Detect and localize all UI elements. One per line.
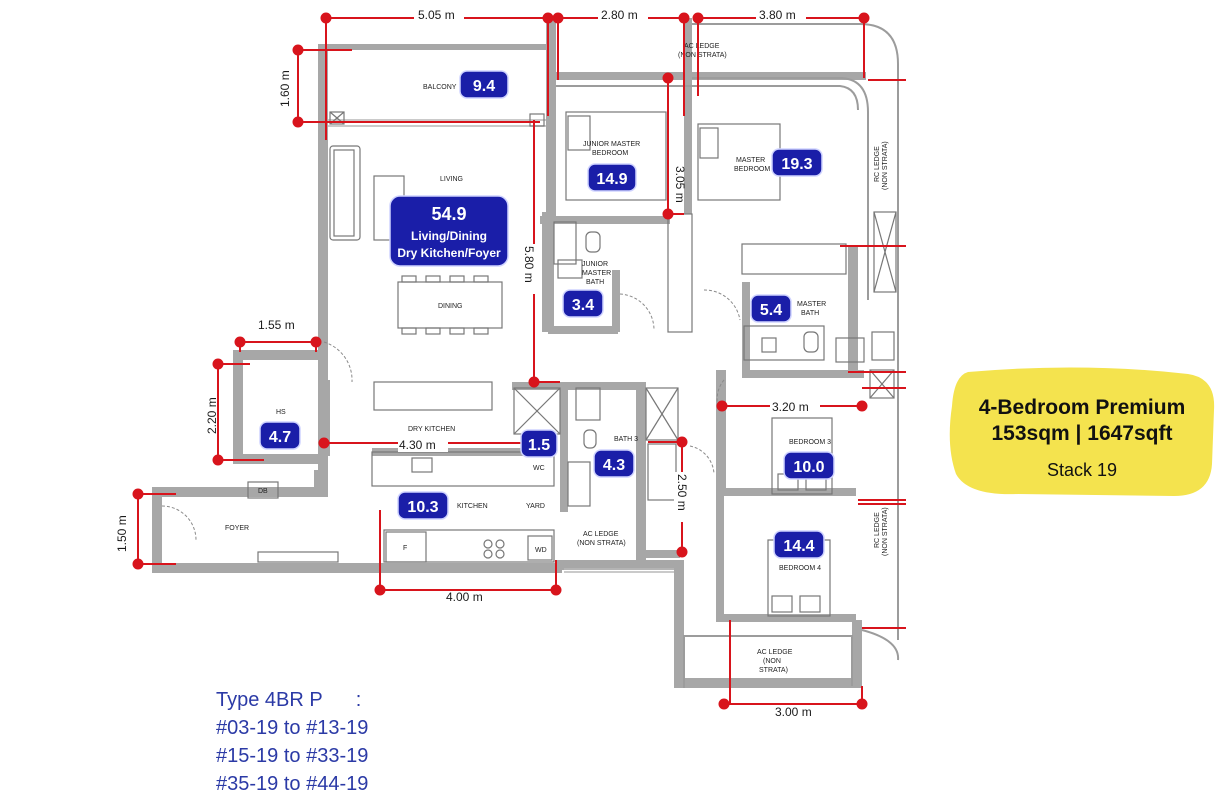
bath3-area-badge: 4.3 <box>593 449 635 478</box>
junior-bath-label-3: BATH <box>586 279 604 286</box>
dim-balcony-depth: 1.60 m <box>278 70 292 107</box>
balcony-label: BALCONY <box>423 84 457 91</box>
dining-label: DINING <box>438 303 463 310</box>
wc-area: 1.5 <box>528 437 550 454</box>
fridge-label: F <box>403 545 407 552</box>
living-total-line2: Dry Kitchen/Foyer <box>397 246 501 260</box>
dim-hs-width: 1.55 m <box>258 318 295 332</box>
unit-list: Type 4BR P : #03-19 to #13-19 #15-19 to … <box>216 686 368 798</box>
dim-dry-kitchen-width: 4.30 m <box>399 438 436 452</box>
dim-bath3-depth: 2.50 m <box>675 474 689 511</box>
unit-range: #15-19 to #33-19 <box>216 745 369 767</box>
master-label-1: MASTER <box>736 157 765 164</box>
bath3-label: BATH 3 <box>614 436 638 443</box>
hs-area-badge: 4.7 <box>259 421 301 450</box>
dim-living-depth: 5.80 m <box>522 246 536 283</box>
ac-ledge-middle-label-1: AC LEDGE <box>583 531 619 538</box>
dim-ac-ledge-width: 3.00 m <box>775 705 812 719</box>
junior-bath-label-2: MASTER <box>582 270 611 277</box>
living-label: LIVING <box>440 176 463 183</box>
plan-walls <box>152 18 866 688</box>
unit-size: 153sqm | 1647sqft <box>991 422 1173 445</box>
unit-type-line: Type 4BR P : <box>216 689 362 711</box>
master-bath-area: 5.4 <box>760 302 782 319</box>
bedroom3-label: BEDROOM 3 <box>789 439 831 446</box>
rc-ledge-upper-label-1: RC LEDGE <box>874 146 881 182</box>
ac-ledge-bottom-label-1: AC LEDGE <box>757 649 793 656</box>
dim-hs-depth: 2.20 m <box>205 397 219 434</box>
db-label: DB <box>258 488 268 495</box>
ledge-outlines <box>556 23 900 688</box>
bedroom4-area: 14.4 <box>783 538 814 555</box>
dim-top-right: 3.80 m <box>759 8 796 22</box>
summary-blob <box>949 367 1215 496</box>
bedroom3-area: 10.0 <box>793 459 824 476</box>
yard-label: YARD <box>526 503 545 510</box>
kitchen-area-badge: 10.3 <box>397 491 449 520</box>
kitchen-area: 10.3 <box>407 499 438 516</box>
living-total-area: 54.9 <box>431 204 466 224</box>
wd-label: WD <box>535 547 547 554</box>
unit-range: #35-19 to #44-19 <box>216 773 369 795</box>
dimension-lines <box>132 12 906 710</box>
kitchen-label: KITCHEN <box>457 503 488 510</box>
ac-ledge-middle-label-2: (NON STRATA) <box>577 540 626 547</box>
balcony-area: 9.4 <box>473 78 495 95</box>
room-labels: BALCONY LIVING DINING JUNIOR MASTER BEDR… <box>225 43 889 674</box>
bedroom4-area-badge: 14.4 <box>773 530 825 559</box>
unit-summary-callout: 4-Bedroom Premium 153sqm | 1647sqft Stac… <box>948 366 1216 500</box>
ac-ledge-top-label-2: (NON STRATA) <box>678 52 727 59</box>
master-bath-area-badge: 5.4 <box>750 294 792 323</box>
dimension-labels: 5.05 m 2.80 m 3.80 m 1.55 m 4.30 m 3.20 … <box>115 6 820 719</box>
living-total-line1: Living/Dining <box>411 229 487 243</box>
rc-ledge-lower-label-2: (NON STRATA) <box>882 507 889 556</box>
dim-foyer-depth: 1.50 m <box>115 515 129 552</box>
wc-area-badge: 1.5 <box>520 429 558 458</box>
window-lines <box>328 119 674 573</box>
unit-type-title: 4-Bedroom Premium <box>978 396 1186 419</box>
balcony-area-badge: 9.4 <box>459 70 509 99</box>
junior-bath-label-1: JUNIOR <box>582 261 608 268</box>
area-badges: 9.4 54.9 Living/Dining Dry Kitchen/Foyer… <box>259 70 835 559</box>
junior-master-area-badge: 14.9 <box>587 163 637 192</box>
master-label-2: BEDROOM <box>734 166 770 173</box>
junior-master-label-1: JUNIOR MASTER <box>583 141 640 148</box>
master-area-badge: 19.3 <box>771 148 823 177</box>
ac-ledge-top-label-1: AC LEDGE <box>684 43 720 50</box>
hs-label: HS <box>276 409 286 416</box>
master-bath-label-1: MASTER <box>797 301 826 308</box>
bedroom4-label: BEDROOM 4 <box>779 565 821 572</box>
ac-ledge-bottom-label-2: (NON <box>763 658 781 665</box>
junior-master-label-2: BEDROOM <box>592 150 628 157</box>
dim-top-middle: 2.80 m <box>601 8 638 22</box>
bedroom3-area-badge: 10.0 <box>783 451 835 480</box>
dry-kitchen-label: DRY KITCHEN <box>408 426 455 433</box>
dim-kitchen-width: 4.00 m <box>446 590 483 604</box>
unit-range: #03-19 to #13-19 <box>216 717 369 739</box>
master-bath-label-2: BATH <box>801 310 819 317</box>
living-total-badge: 54.9 Living/Dining Dry Kitchen/Foyer <box>389 195 509 267</box>
dim-junior-depth: 3.05 m <box>673 166 687 203</box>
rc-ledge-upper-label-2: (NON STRATA) <box>882 141 889 190</box>
ac-ledge-bottom-label-3: STRATA) <box>759 667 788 674</box>
junior-master-area: 14.9 <box>596 171 627 188</box>
dim-top-left: 5.05 m <box>418 8 455 22</box>
master-area: 19.3 <box>781 156 812 173</box>
rc-ledge-lower-label-1: RC LEDGE <box>874 512 881 548</box>
foyer-label: FOYER <box>225 525 249 532</box>
junior-bath-area-badge: 3.4 <box>562 289 604 318</box>
unit-stack: Stack 19 <box>1046 460 1118 480</box>
dim-bedroom3-width: 3.20 m <box>772 400 809 414</box>
floor-plan: BALCONY LIVING DINING JUNIOR MASTER BEDR… <box>115 6 906 719</box>
junior-bath-area: 3.4 <box>572 297 594 314</box>
wc-label: WC <box>533 465 545 472</box>
bath3-area: 4.3 <box>603 457 625 474</box>
hs-area: 4.7 <box>269 429 291 446</box>
